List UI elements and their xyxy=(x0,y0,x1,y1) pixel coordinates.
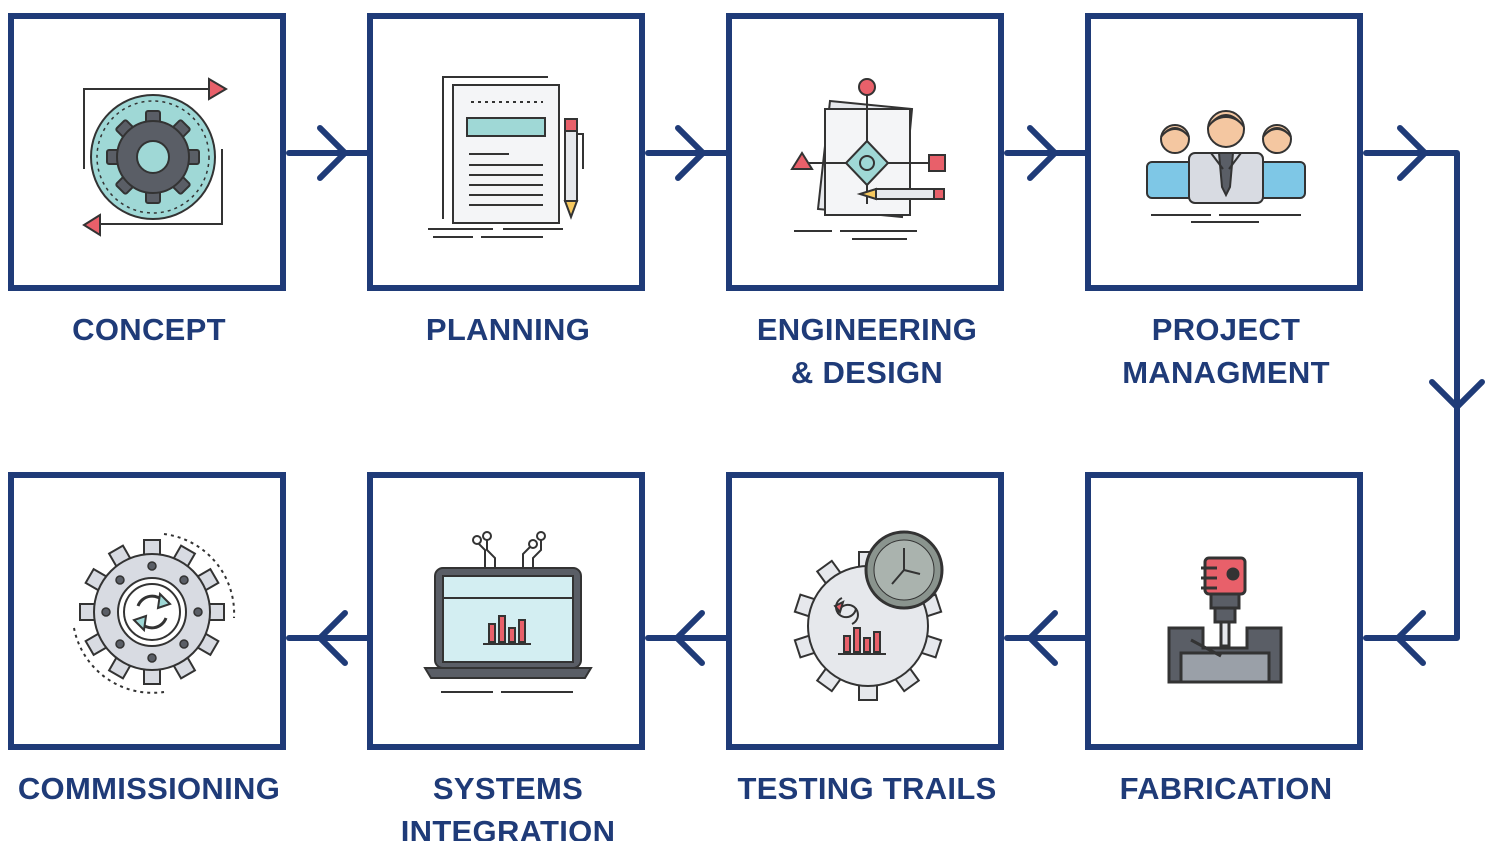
connector-project-fabrication xyxy=(1363,150,1460,641)
arrow-head-left xyxy=(317,610,348,666)
arrow-head-left xyxy=(1027,610,1058,666)
step-label-line: PLANNING xyxy=(425,312,591,347)
step-label-line: ENGINEERING xyxy=(756,312,978,347)
step-box-testing-trails xyxy=(726,472,1004,750)
step-box-systems-integration xyxy=(367,472,645,750)
step-box-engineering-design xyxy=(726,13,1004,291)
team-people-icon xyxy=(1146,110,1306,223)
step-label-line: TESTING TRAILS xyxy=(737,771,997,806)
step-label-line: COMMISSIONING xyxy=(17,771,281,806)
step-label-project-managment: PROJECT MANAGMENT xyxy=(1046,308,1406,394)
step-box-fabrication xyxy=(1085,472,1363,750)
step-label-concept: CONCEPT xyxy=(0,308,329,351)
gear-clock-chart-icon xyxy=(793,530,944,701)
step-label-engineering-design: ENGINEERING & DESIGN xyxy=(687,308,1047,394)
step-label-fabrication: FABRICATION xyxy=(1046,767,1406,810)
step-label-line: & DESIGN xyxy=(790,355,944,390)
step-label-line: CONCEPT xyxy=(72,312,226,347)
arrow-head-right xyxy=(675,125,706,181)
gear-cycle-icon xyxy=(82,77,228,237)
arrow-head-right xyxy=(1027,125,1058,181)
step-label-line: SYSTEMS xyxy=(432,771,584,806)
milling-machine-icon xyxy=(1167,556,1283,684)
arrow-head-down xyxy=(1429,379,1485,410)
arrow-head-left xyxy=(1395,610,1426,666)
design-blueprint-icon xyxy=(790,78,946,240)
arrow-head-left xyxy=(674,610,705,666)
laptop-circuit-icon xyxy=(423,531,593,693)
arrow-head-right xyxy=(1397,125,1428,181)
step-box-planning xyxy=(367,13,645,291)
step-label-commissioning: COMMISSIONING xyxy=(0,767,329,810)
step-label-line: MANAGMENT xyxy=(1122,355,1330,390)
step-box-project-managment xyxy=(1085,13,1363,291)
step-label-systems-integration: SYSTEMS INTEGRATION xyxy=(328,767,688,841)
gear-refresh-icon xyxy=(73,533,236,694)
step-box-commissioning xyxy=(8,472,286,750)
step-label-line: PROJECT xyxy=(1151,312,1301,347)
step-box-concept xyxy=(8,13,286,291)
step-label-planning: PLANNING xyxy=(328,308,688,351)
arrow-head-right xyxy=(317,125,348,181)
step-label-line: FABRICATION xyxy=(1119,771,1333,806)
document-pencil-icon xyxy=(428,76,584,238)
step-label-testing-trails: TESTING TRAILS xyxy=(687,767,1047,810)
step-label-line: INTEGRATION xyxy=(400,814,616,841)
